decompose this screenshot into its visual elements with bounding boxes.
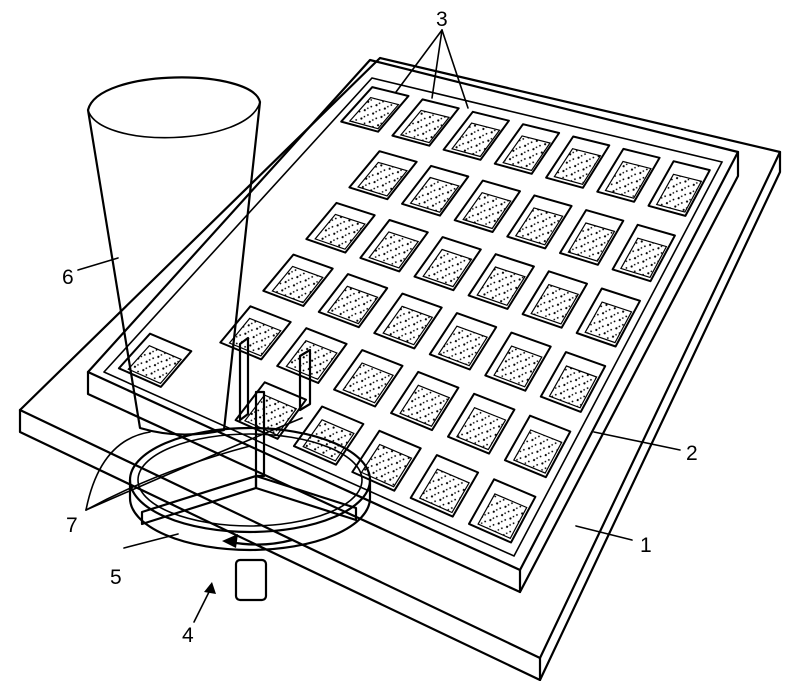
cavity [219,305,292,361]
cavity [401,164,470,217]
cavity [442,110,510,161]
cavity [596,147,661,203]
cavity [484,331,552,392]
cavity [292,405,365,466]
cavity [305,201,376,254]
cavity [468,478,537,544]
cavity [333,349,404,408]
cavity [262,253,334,307]
label-3: 3 [436,8,448,31]
cavity [575,287,641,348]
cavity [503,414,572,479]
cavity [467,253,535,310]
cavity [276,327,348,384]
cavity [317,273,389,329]
reference-labels: 3 6 2 1 7 5 4 [62,8,698,647]
cavity [428,312,498,371]
cavity [373,292,443,350]
leader-lines [77,29,681,623]
label-7: 7 [66,514,78,537]
cavity [340,86,410,133]
cavity [493,123,561,175]
cavity [351,429,422,492]
cavity [413,236,482,292]
cavity [611,223,676,283]
cavity [521,270,588,329]
label-5: 5 [110,566,122,589]
rotary-distributor [128,336,372,602]
label-2: 2 [686,442,698,465]
cavity [447,392,516,455]
cavity [359,219,429,273]
cavity [390,370,460,432]
label-6: 6 [62,266,74,289]
hopper [86,76,262,436]
cavity [348,150,418,201]
cavity [647,160,711,217]
mold-frame [86,58,740,594]
cavity [409,454,480,518]
cavity [559,209,625,266]
cavity [391,98,460,147]
cavity [453,179,521,233]
base-plate [18,56,782,681]
cavity [545,135,611,189]
cavity-grid [117,86,711,544]
label-1: 1 [640,534,652,557]
cavity [506,194,573,250]
label-4: 4 [182,624,194,647]
cavity [539,351,607,413]
